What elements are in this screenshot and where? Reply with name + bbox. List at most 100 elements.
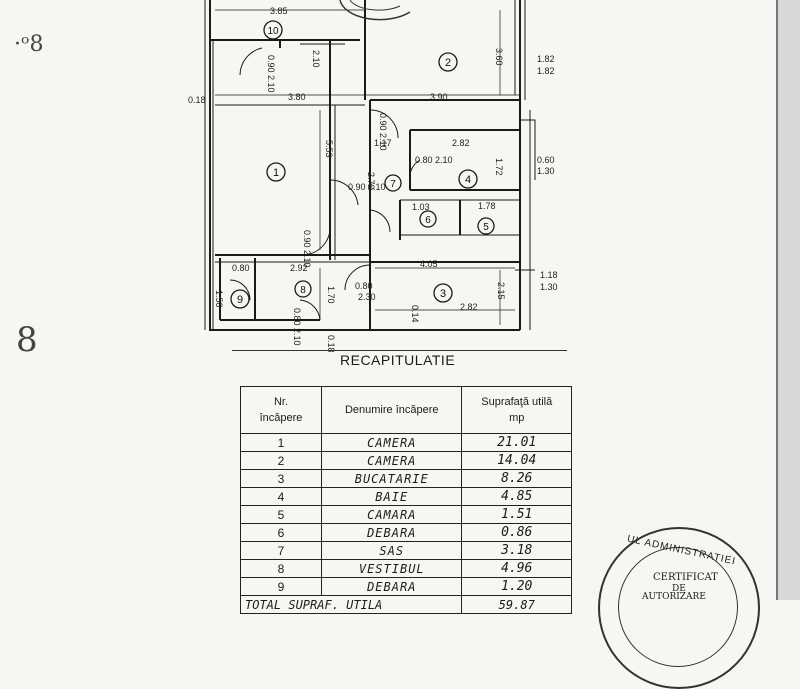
room-label-2: 2 [445,57,451,69]
dim-553: 5.53 [324,140,334,158]
dim-090-door-c: 0.90 2.10 [302,230,312,268]
header-name: Denumire încăpere [320,386,463,434]
dim-405: 4.05 [420,259,438,269]
dim-080-door-b: 0.80 2.10 [292,308,302,346]
dim-080b: 0.80 [355,281,373,291]
row-area: 21.01 [461,433,572,452]
stamp-line-2: DE [672,584,686,594]
recap-divider [232,350,567,351]
recap-header-row: Nr. încăpere Denumire încăpere Suprafaţă… [240,386,572,434]
recap-table: Nr. încăpere Denumire încăpere Suprafaţă… [239,386,572,614]
row-name: BUCATARIE [320,469,463,488]
dim-060: 0.60 [537,155,555,165]
row-nr: 1 [240,433,322,452]
stamp-line-1: CERTIFICAT [653,572,718,583]
row-name: CAMERA [320,433,463,452]
document-page: ·ᵒ8 8 [14,0,800,689]
dim-282b: 2.82 [460,302,478,312]
row-area: 1.51 [461,505,572,524]
room-label-9: 9 [237,294,243,306]
floor-plan: 1 2 3 4 5 6 7 8 9 10 3.85 3.80 3.90 2.82… [188,0,558,353]
room-label-4: 4 [465,174,471,186]
row-name: CAMARA [320,505,463,524]
row-area: 3.18 [461,541,572,560]
room-circle-3 [433,283,453,303]
row-area: 14.04 [461,451,572,470]
room-circle-8 [294,280,312,298]
dim-150: 1.50 [214,290,224,308]
room-label-10: 10 [267,26,279,37]
stamp-line-3: AUTORIZARE [642,592,706,602]
row-nr: 7 [240,541,322,560]
dim-130b: 1.30 [540,282,558,292]
row-nr: 8 [240,559,322,578]
row-nr: 6 [240,523,322,542]
row-name: BAIE [320,487,463,506]
dim-090-door-a: 0.90 2.10 [348,182,386,192]
header-area: Suprafaţă utilă mp [461,386,572,434]
room-circle-6 [419,210,437,228]
dim-178: 1.78 [478,201,496,211]
dim-215: 2.15 [496,282,506,300]
dim-080-door: 0.80 2.10 [415,155,453,165]
dim-385: 3.85 [270,6,288,16]
dim-117: 1.17 [374,138,392,148]
row-name: DEBARA [320,577,463,596]
total-row: TOTAL SUPRAF. UTILA 59.87 [239,595,572,614]
room-circle-7 [384,174,402,192]
dim-210: 2.10 [311,50,321,68]
row-name: VESTIBUL [320,559,463,578]
dim-182: 1.82 [537,54,555,64]
dim-360: 3.60 [494,48,504,66]
row-nr: 2 [240,451,322,470]
margin-mark-bottom: 8 [16,320,38,360]
row-nr: 5 [240,505,322,524]
dim-230: 2.30 [358,292,376,302]
dim-018b: 0.18 [326,335,336,353]
room-circle-10 [263,20,283,40]
dim-014: 0.14 [410,305,420,323]
dim-103: 1.03 [412,202,430,212]
margin-mark-top: ·ᵒ8 [14,32,44,57]
dim-182b: 1.82 [537,66,555,76]
room-label-6: 6 [425,215,431,226]
room-circle-4 [458,169,478,189]
row-nr: 3 [240,469,322,488]
row-nr: 4 [240,487,322,506]
dim-170: 1.70 [326,286,336,304]
room-circle-2 [438,52,458,72]
room-label-5: 5 [483,222,489,233]
dim-080a: 0.80 [232,263,250,273]
recap-title: RECAPITULATIE [340,352,456,368]
dim-390: 3.90 [430,92,448,102]
row-area: 1.20 [461,577,572,596]
dim-130: 1.30 [537,166,555,176]
room-circle-9 [230,289,250,309]
dim-282a: 2.82 [452,138,470,148]
room-label-8: 8 [300,285,306,296]
row-name: SAS [320,541,463,560]
room-circle-5 [477,217,495,235]
row-area: 8.26 [461,469,572,488]
row-name: DEBARA [320,523,463,542]
room-label-7: 7 [390,179,396,190]
row-area: 4.96 [461,559,572,578]
total-label: TOTAL SUPRAF. UTILA [239,595,463,614]
row-nr: 9 [240,577,322,596]
dim-292: 2.92 [290,263,308,273]
room-label-1: 1 [273,167,279,179]
total-area: 59.87 [461,595,572,614]
row-name: CAMERA [320,451,463,470]
row-area: 4.85 [461,487,572,506]
room-label-3: 3 [440,288,446,300]
dim-018a: 0.18 [188,95,206,105]
row-area: 0.86 [461,523,572,542]
dim-380: 3.80 [288,92,306,102]
